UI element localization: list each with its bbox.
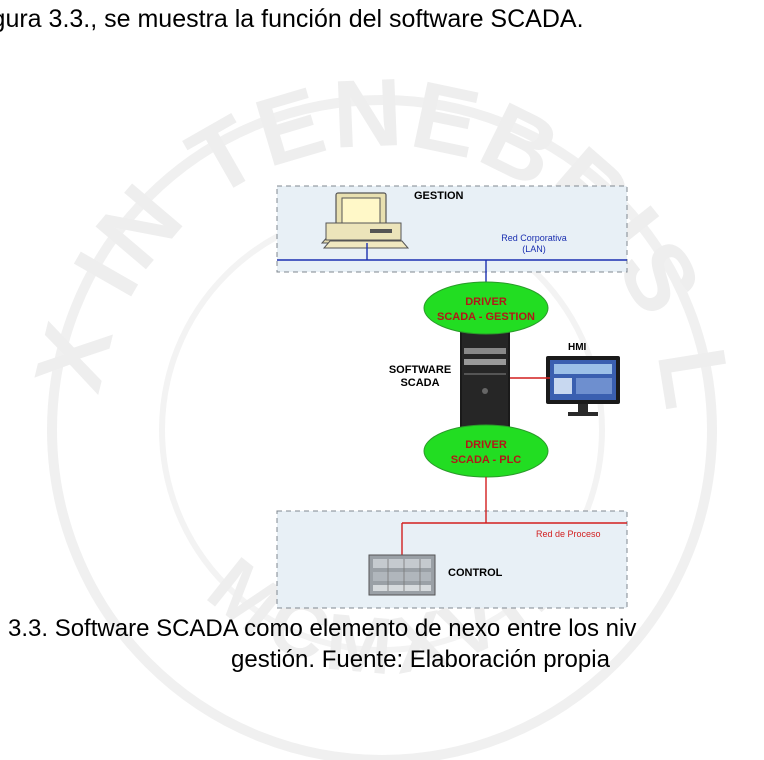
red-corporativa-lan: (LAN) bbox=[522, 244, 546, 254]
scada-diagram: GESTION Red Corporativa (LAN) DRIVER SCA… bbox=[276, 185, 628, 609]
driver-scada-plc bbox=[423, 424, 549, 478]
driver-gestion-line1: DRIVER bbox=[465, 296, 507, 308]
gestion-label: GESTION bbox=[414, 190, 464, 202]
gestion-computer-icon bbox=[320, 192, 410, 249]
hmi-label: HMI bbox=[568, 342, 587, 353]
hmi-monitor-icon bbox=[546, 356, 620, 416]
caption-line-2: gestión. Fuente: Elaboración propia bbox=[231, 646, 610, 673]
caption-line-1: 3.3. Software SCADA como elemento de nex… bbox=[8, 615, 637, 642]
figure-caption: 3.3. Software SCADA como elemento de nex… bbox=[0, 614, 764, 644]
software-scada-line2: SCADA bbox=[400, 377, 439, 389]
driver-scada-gestion bbox=[423, 281, 549, 335]
red-proceso-label: Red de Proceso bbox=[536, 529, 601, 539]
intro-text: igura 3.3., se muestra la función del so… bbox=[0, 5, 584, 33]
control-zone bbox=[276, 510, 628, 609]
red-corporativa-label: Red Corporativa bbox=[501, 233, 567, 243]
driver-plc-line1: DRIVER bbox=[465, 439, 507, 451]
plc-icon bbox=[368, 554, 436, 596]
driver-gestion-line2: SCADA - GESTION bbox=[437, 311, 535, 323]
control-label: CONTROL bbox=[448, 567, 503, 579]
driver-plc-line2: SCADA - PLC bbox=[451, 454, 522, 466]
software-scada-line1: SOFTWARE bbox=[389, 364, 451, 376]
intro-paragraph: igura 3.3., se muestra la función del so… bbox=[0, 4, 764, 34]
